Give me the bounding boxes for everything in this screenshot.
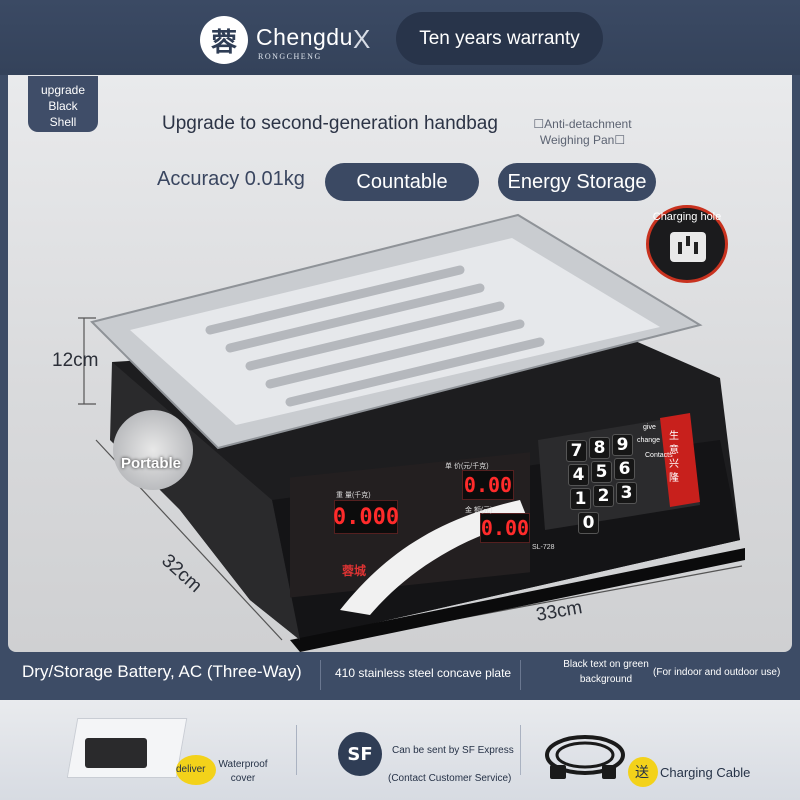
key-change-label: change xyxy=(637,437,660,444)
key-6: 6 xyxy=(614,458,635,480)
pan-ridges xyxy=(205,265,545,407)
mini-scale-image xyxy=(85,738,147,768)
charging-cable-label: Charging Cable xyxy=(660,765,751,780)
feature-divider xyxy=(320,660,321,690)
key-3: 3 xyxy=(616,482,637,504)
cross-icon: X xyxy=(353,24,371,54)
key-4: 4 xyxy=(568,464,589,486)
upgrade-tag-line1: upgrade xyxy=(40,83,86,97)
headline: Upgrade to second-generation handbag xyxy=(162,113,498,134)
send-badge xyxy=(628,757,658,787)
sf-express-line1: Can be sent by SF Express xyxy=(392,745,514,756)
anti-detachment-note: ☐Anti-detachment Weighing Pan☐ xyxy=(533,117,632,147)
key-1: 1 xyxy=(570,488,591,510)
accessory-divider xyxy=(520,725,521,775)
brand-logo-icon: 蓉 xyxy=(200,16,248,64)
accessory-divider xyxy=(296,725,297,775)
height-dimension: 12cm xyxy=(52,350,99,371)
unit-price-display: 0.00 xyxy=(462,470,514,500)
feature-divider xyxy=(520,660,521,690)
brand-cn-label: 蓉城 xyxy=(342,564,367,578)
key-9: 9 xyxy=(612,434,633,456)
energy-storage-badge: Energy Storage xyxy=(498,163,656,201)
accuracy-label: Accuracy 0.01kg xyxy=(157,168,305,190)
portable-handle-callout xyxy=(113,410,193,490)
deliver-badge xyxy=(176,755,216,785)
key-8: 8 xyxy=(589,437,610,459)
power-feature: Dry/Storage Battery, AC (Three-Way) xyxy=(22,662,302,681)
weight-display: 0.000 xyxy=(333,500,399,534)
weight-label: 重 量(千克) xyxy=(336,492,371,499)
send-glyph: 送 xyxy=(635,765,649,781)
countable-badge: Countable xyxy=(325,163,479,201)
display-feature: Black text on green background xyxy=(563,659,649,685)
deliver-label: deliver xyxy=(176,764,206,775)
key-give-label: give xyxy=(643,424,656,431)
unit-price-label: 单 价(元/千克) xyxy=(445,463,489,470)
portable-label: Portable xyxy=(121,455,182,472)
charging-cable-image xyxy=(545,735,625,779)
upgrade-tag: upgrade Black Shell xyxy=(28,76,98,132)
key-5: 5 xyxy=(591,461,612,483)
charging-hole-label: Charging hole xyxy=(652,211,722,223)
scale-bottom-edge xyxy=(290,548,745,652)
key-0: 0 xyxy=(578,512,599,534)
brand-subtitle: RONGCHENG xyxy=(258,52,322,61)
key-contacts-label: Contacts xyxy=(645,452,673,459)
model-label: SL-728 xyxy=(532,544,555,551)
total-display: 0.00 xyxy=(480,513,530,543)
waterproof-label: Waterproof cover xyxy=(218,759,268,784)
brand-name: Chengdu xyxy=(256,24,353,50)
warranty-badge: Ten years warranty xyxy=(396,12,603,65)
upgrade-tag-line3: Shell xyxy=(49,115,77,129)
key-2: 2 xyxy=(593,485,614,507)
sf-express-logo-icon: SF xyxy=(338,732,382,776)
plate-feature: 410 stainless steel concave plate xyxy=(335,666,512,680)
side-red-panel xyxy=(660,413,700,507)
key-7: 7 xyxy=(566,440,587,462)
sf-express-line2: (Contact Customer Service) xyxy=(388,773,512,784)
total-label: 金 额(元) xyxy=(465,507,493,514)
side-slogan: 生意兴隆 xyxy=(669,431,679,484)
upgrade-tag-line2: Black xyxy=(48,99,78,113)
use-feature: (For indoor and outdoor use) xyxy=(653,667,781,678)
power-socket-icon xyxy=(670,232,706,262)
